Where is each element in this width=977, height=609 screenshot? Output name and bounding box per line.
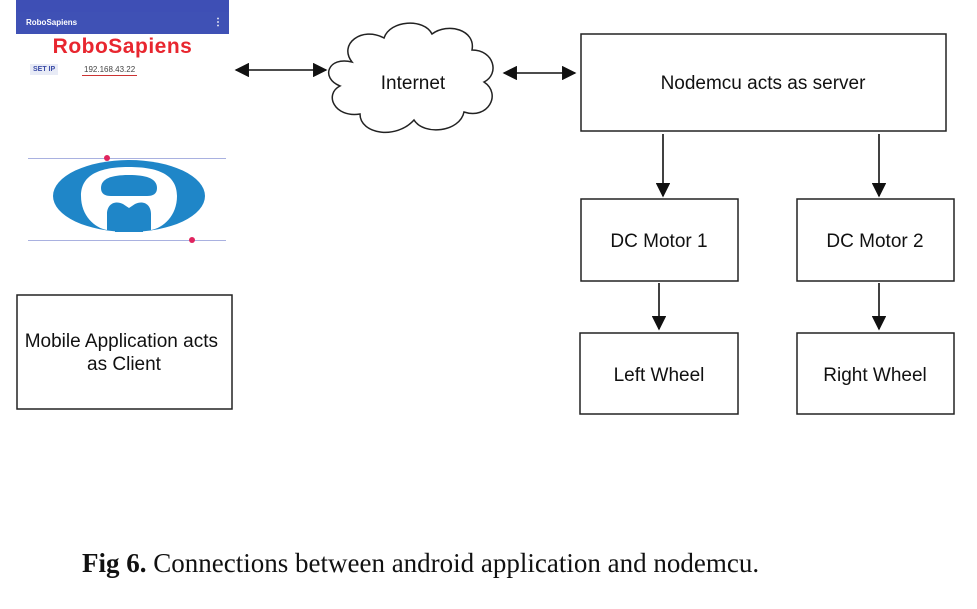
right-wheel-label: Right Wheel bbox=[823, 365, 927, 386]
left-wheel-node: Left Wheel bbox=[579, 332, 739, 415]
mobile-app-screenshot: RoboSapiens ⋮ RoboSapiens SET IP 192.168… bbox=[16, 0, 229, 262]
figure-number: Fig 6. bbox=[82, 548, 147, 578]
client-label-line2: as Client bbox=[87, 354, 162, 375]
motor2-label: DC Motor 2 bbox=[826, 231, 923, 252]
brand-title: RoboSapiens bbox=[52, 35, 193, 58]
top-slider-thumb[interactable] bbox=[104, 155, 110, 161]
ip-row: SET IP 192.168.43.22 bbox=[16, 60, 229, 82]
figure-caption-text: Connections between android application … bbox=[146, 548, 760, 578]
server-node: Nodemcu acts as server bbox=[580, 33, 947, 132]
motor1-label: DC Motor 1 bbox=[610, 231, 707, 252]
ip-address-input[interactable]: 192.168.43.22 bbox=[82, 65, 138, 76]
client-label-line1: Mobile Application acts bbox=[25, 331, 218, 352]
cloud-icon bbox=[328, 22, 494, 134]
set-ip-button[interactable]: SET IP bbox=[30, 64, 59, 75]
motor1-node: DC Motor 1 bbox=[580, 198, 739, 282]
motor2-node: DC Motor 2 bbox=[796, 198, 955, 282]
internet-cloud: Internet bbox=[328, 22, 494, 134]
client-label: Mobile Application acts as Client bbox=[25, 331, 224, 375]
app-bar: RoboSapiens ⋮ bbox=[16, 12, 229, 34]
cloud-label: Internet bbox=[381, 73, 446, 94]
right-wheel-node: Right Wheel bbox=[796, 332, 955, 415]
bottom-slider-thumb[interactable] bbox=[189, 237, 195, 243]
overflow-menu-icon[interactable]: ⋮ bbox=[213, 17, 223, 28]
bottom-slider[interactable] bbox=[28, 237, 226, 243]
figure-caption: Fig 6. Connections between android appli… bbox=[82, 548, 759, 579]
top-slider[interactable] bbox=[28, 155, 226, 161]
left-wheel-label: Left Wheel bbox=[614, 365, 705, 386]
status-bar bbox=[16, 0, 229, 12]
client-node: Mobile Application acts as Client bbox=[16, 294, 233, 410]
robot-logo-icon bbox=[53, 160, 205, 232]
server-label: Nodemcu acts as server bbox=[661, 73, 867, 94]
app-bar-title: RoboSapiens bbox=[26, 18, 78, 27]
